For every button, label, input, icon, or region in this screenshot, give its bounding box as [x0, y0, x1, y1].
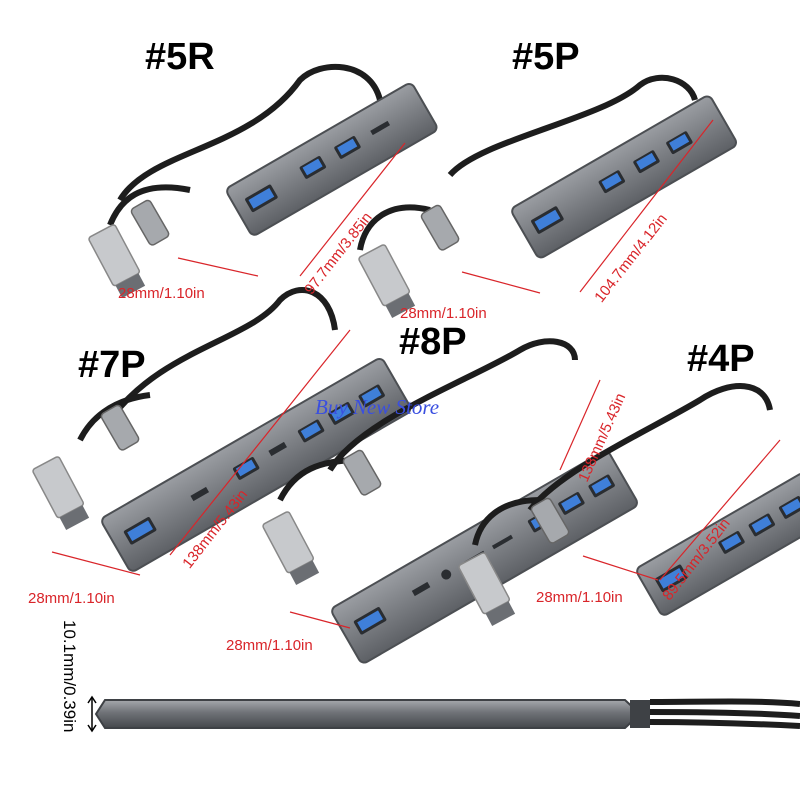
dimension-5r-width: 28mm/1.10in — [118, 285, 205, 302]
label-4p: #4P — [687, 338, 755, 380]
dimension-thickness: 10.1mm/0.39in — [60, 620, 79, 733]
dimension-7p-width: 28mm/1.10in — [28, 590, 115, 607]
dimension-4p-width: 28mm/1.10in — [536, 589, 623, 606]
hub-7p — [32, 287, 412, 572]
hub-5p — [357, 74, 737, 318]
label-5r: #5R — [145, 36, 215, 78]
dimension-lines — [51, 119, 781, 629]
store-watermark: Buy New Store — [315, 395, 440, 419]
hub-4p — [458, 383, 800, 626]
hub-5r — [88, 64, 438, 298]
side-profile — [87, 695, 800, 733]
dimension-5p-width: 28mm/1.10in — [400, 305, 487, 322]
dimension-8p-width: 28mm/1.10in — [226, 637, 313, 654]
label-8p: #8P — [399, 321, 467, 363]
hub-8p — [262, 338, 638, 664]
label-7p: #7P — [78, 344, 146, 386]
label-5p: #5P — [512, 36, 580, 78]
